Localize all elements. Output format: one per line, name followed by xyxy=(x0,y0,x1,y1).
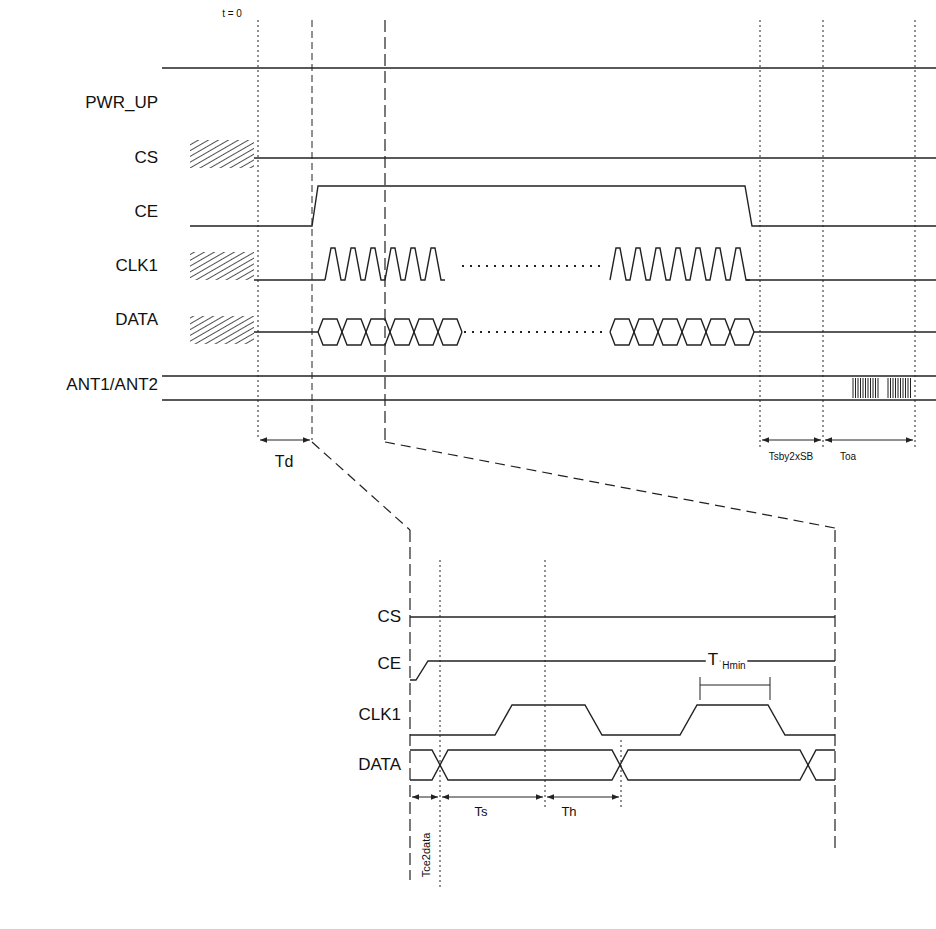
guide-line xyxy=(621,740,622,810)
guide-line xyxy=(760,20,761,448)
signal-trace xyxy=(410,661,835,680)
rf-burst xyxy=(900,378,901,398)
signal-trace xyxy=(325,248,445,280)
signal-name: CE xyxy=(375,655,403,674)
rf-burst xyxy=(893,378,894,398)
timing-label: Toa xyxy=(838,451,858,462)
tick-line xyxy=(700,677,701,700)
signal-trace xyxy=(162,67,936,68)
tick-line xyxy=(770,677,771,700)
rf-burst xyxy=(865,378,866,398)
signal-trace xyxy=(162,375,936,376)
signal-name: PWR_UP xyxy=(83,94,160,113)
timing-arrow xyxy=(762,440,821,441)
rf-burst xyxy=(873,378,874,398)
rf-burst xyxy=(890,378,891,398)
timing-arrow xyxy=(442,797,543,798)
signal-trace xyxy=(254,157,936,158)
undefined-state-hatch xyxy=(190,140,254,168)
signal-name: CS xyxy=(375,608,403,627)
timing-label: T xyxy=(706,651,720,670)
timing-arrow xyxy=(412,797,438,798)
signal-trace xyxy=(162,399,936,400)
signal-trace xyxy=(410,750,835,780)
timing-label: Tsby2xSB xyxy=(767,451,815,462)
timing-label: Tce2data xyxy=(420,831,432,880)
waveform-group xyxy=(162,20,936,890)
guide-line xyxy=(823,20,824,448)
signal-trace xyxy=(254,331,318,332)
rf-burst xyxy=(895,378,896,398)
timing-arrow xyxy=(700,685,770,686)
zoom-line xyxy=(385,442,835,528)
rf-burst xyxy=(868,378,869,398)
signal-trace xyxy=(610,319,754,332)
signal-name: CS xyxy=(132,149,160,168)
timing-arrow xyxy=(825,440,913,441)
rf-burst xyxy=(855,378,856,398)
continuation-dots xyxy=(464,331,608,333)
rf-burst xyxy=(898,378,899,398)
guide-line xyxy=(409,530,410,880)
guide-line xyxy=(384,20,385,440)
signal-name: DATA xyxy=(356,756,403,775)
signal-trace xyxy=(318,319,462,332)
guide-line xyxy=(440,560,441,890)
timing-label: Td xyxy=(273,453,296,471)
rf-burst xyxy=(853,378,854,398)
rf-burst xyxy=(905,378,906,398)
signal-trace xyxy=(410,705,835,735)
zoom-line xyxy=(312,442,410,530)
timing-arrow xyxy=(547,797,619,798)
burst-ground xyxy=(853,378,880,398)
rf-burst xyxy=(860,378,861,398)
signal-name: CLK1 xyxy=(113,257,160,276)
rf-burst xyxy=(870,378,871,398)
guide-line xyxy=(834,530,835,850)
rf-burst xyxy=(910,378,911,398)
rf-burst xyxy=(863,378,864,398)
signal-trace xyxy=(754,331,936,332)
signal-name: ANT1/ANT2 xyxy=(64,376,160,395)
rf-burst xyxy=(878,378,879,398)
signal-name: DATA xyxy=(113,311,160,330)
rf-burst xyxy=(903,378,904,398)
burst-ground xyxy=(888,378,912,398)
signal-trace xyxy=(610,248,750,280)
timing-label: Hmin xyxy=(720,660,747,671)
rf-burst xyxy=(888,378,889,398)
continuation-dots xyxy=(462,265,606,267)
signal-name: CE xyxy=(132,203,160,222)
guide-line xyxy=(312,20,313,440)
timing-arrow xyxy=(260,440,310,441)
guide-line xyxy=(545,560,546,810)
guide-line xyxy=(915,20,916,448)
rf-burst xyxy=(908,378,909,398)
undefined-state-hatch xyxy=(190,316,254,344)
timing-label: t = 0 xyxy=(220,8,244,19)
timing-label: Ts xyxy=(473,805,490,819)
signal-name: CLK1 xyxy=(356,706,403,725)
signal-trace xyxy=(410,616,835,617)
undefined-state-hatch xyxy=(190,252,254,280)
signal-trace xyxy=(318,332,462,345)
signal-trace xyxy=(746,279,936,280)
rf-burst xyxy=(875,378,876,398)
timing-label: Th xyxy=(559,805,578,819)
signal-trace xyxy=(410,750,835,780)
guide-line xyxy=(258,20,259,440)
signal-trace xyxy=(254,279,325,280)
rf-burst xyxy=(858,378,859,398)
signal-trace xyxy=(190,186,936,226)
signal-trace xyxy=(610,332,754,345)
